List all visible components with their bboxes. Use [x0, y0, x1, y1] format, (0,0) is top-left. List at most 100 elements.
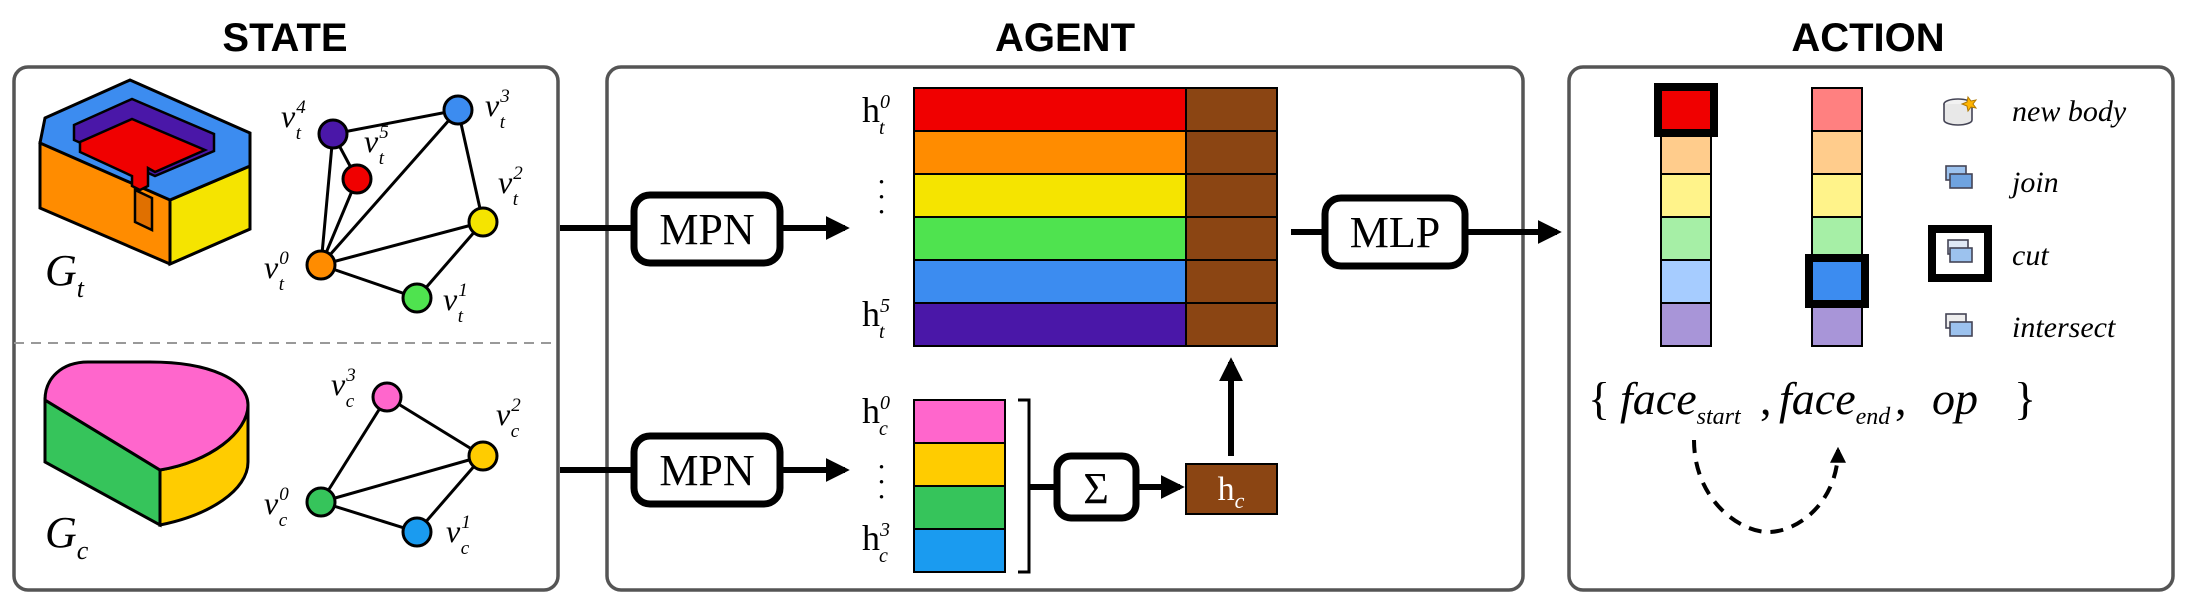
current-embedding-row-2 [913, 485, 1006, 530]
current-embedding-row-0 [913, 399, 1006, 444]
agent-panel [605, 65, 1525, 592]
face-start-cell-1 [1660, 130, 1712, 175]
target-node-5 [341, 163, 373, 195]
face-end-cell-1 [1811, 130, 1863, 175]
target-embedding-matrix [913, 87, 1278, 347]
mpn-top-label: MPN [659, 205, 754, 254]
action-tuple: { facestart , faceend , op } [1588, 373, 2036, 430]
state-panel [12, 65, 560, 592]
context-cell-5 [1185, 302, 1278, 347]
current-graph-edges [319, 395, 485, 534]
target-embedding-ellipsis: . . . [873, 178, 906, 216]
svg-text:Gc: Gc [45, 508, 89, 565]
sum-bracket [1018, 398, 1031, 574]
target-graph-nodes [305, 94, 499, 314]
hc-box [1185, 463, 1278, 515]
face-end-selection [1805, 254, 1869, 308]
target-embedding-row-5 [913, 302, 1187, 347]
current-embedding-row-3 [913, 528, 1006, 573]
current-embedding-matrix [913, 399, 1006, 573]
current-embedding-row-1 [913, 442, 1006, 487]
current-node-1 [401, 516, 433, 548]
target-node-1 [401, 282, 433, 314]
target-node-4 [317, 118, 349, 150]
current-node-3 [371, 381, 403, 413]
target-solid [38, 78, 252, 267]
current-solid [43, 360, 250, 528]
agent-header: AGENT [995, 16, 1135, 60]
tuple-close-brace: } [2014, 373, 2036, 424]
tuple-face-start: facestart [1620, 373, 1742, 430]
current-graph-nodes [305, 381, 499, 548]
intersect-icon [1945, 313, 1973, 337]
target-node-3 [442, 94, 474, 126]
context-cell-3 [1185, 216, 1278, 261]
state-header: STATE [222, 16, 347, 60]
face-end-cell-0 [1811, 87, 1863, 132]
face-start-cell-5 [1660, 302, 1712, 347]
face-end-cell-2 [1811, 173, 1863, 218]
target-graph-edges [319, 108, 485, 300]
op-label-join: join [2008, 166, 2059, 199]
target-embedding-row-4 [913, 259, 1187, 304]
cut-selection [1928, 225, 1992, 282]
tuple-comma-1: , [1760, 373, 1772, 424]
op-label-intersect: intersect [2012, 311, 2116, 344]
current-node-2 [467, 440, 499, 472]
face-start-cell-4 [1660, 259, 1712, 304]
current-embedding-ellipsis: . . . [873, 463, 906, 501]
face-end-cell-4 [1811, 259, 1863, 304]
join-icon [1945, 165, 1973, 189]
target-embedding-row-3 [913, 216, 1187, 261]
face-end-cell-3 [1811, 216, 1863, 261]
new-body-icon [1943, 95, 1978, 126]
target-embedding-row-2 [913, 173, 1187, 218]
svg-text:Gt: Gt [45, 246, 85, 303]
face-start-cell-0 [1660, 87, 1712, 132]
target-embedding-row-1 [913, 130, 1187, 175]
context-cell-2 [1185, 173, 1278, 218]
face-start-cell-3 [1660, 216, 1712, 261]
op-label-cut: cut [2012, 239, 2049, 272]
target-embedding-row-0 [913, 87, 1187, 132]
tuple-op: op [1932, 373, 1978, 424]
face-end-column [1805, 87, 1869, 347]
context-cell-0 [1185, 87, 1278, 132]
face-start-cell-2 [1660, 173, 1712, 218]
action-panel [1567, 65, 2175, 592]
face-end-cell-5 [1811, 302, 1863, 347]
target-node-2 [467, 206, 499, 238]
context-cell-4 [1185, 259, 1278, 304]
current-node-0 [305, 486, 337, 518]
mpn-bottom-label: MPN [659, 446, 754, 495]
sum-symbol: Σ [1083, 464, 1109, 513]
tuple-open-brace: { [1588, 373, 1610, 424]
mlp-label: MLP [1350, 208, 1440, 257]
face-start-column [1654, 83, 1718, 347]
action-header: ACTION [1791, 16, 1944, 60]
operation-labels: new body join cut intersect [2008, 95, 2127, 344]
target-node-0 [305, 249, 337, 281]
context-cell-1 [1185, 130, 1278, 175]
tuple-comma-2: , [1895, 373, 1907, 424]
cut-icon [1947, 239, 1973, 263]
target-graph-label: Gt [45, 246, 85, 303]
